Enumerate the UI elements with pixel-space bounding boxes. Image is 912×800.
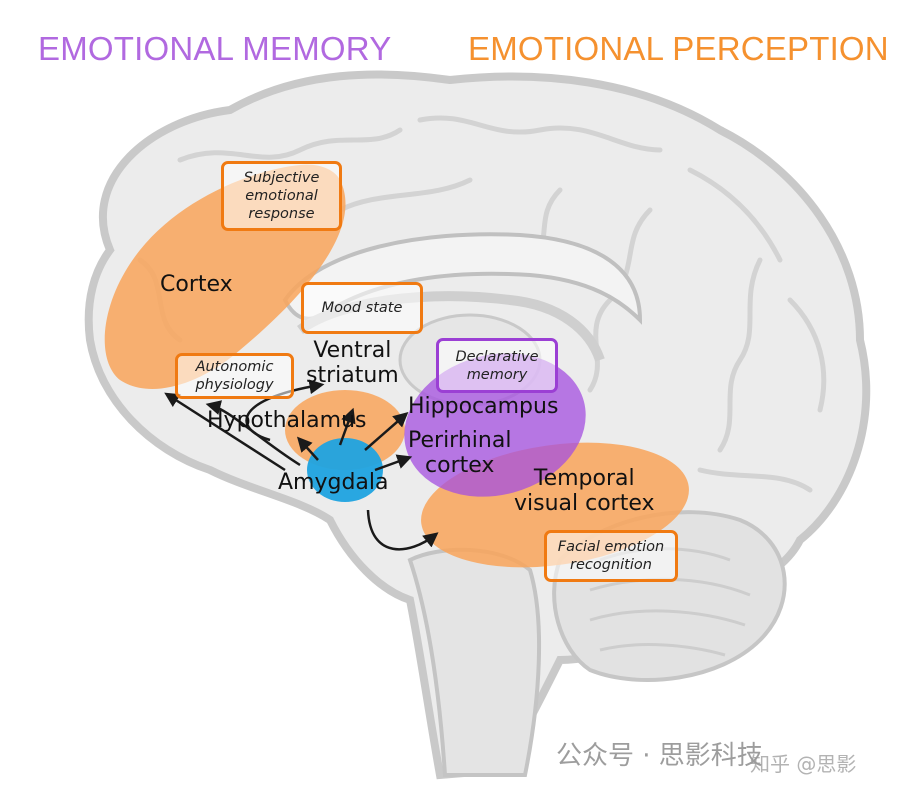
subjective-emotional-response-note: Subjective emotional response [221, 161, 342, 231]
autonomic-line-1: Autonomic [195, 359, 274, 375]
arrow-amygdala-to-cortex [164, 392, 286, 472]
temporal-line-1: Temporal [533, 466, 635, 491]
arrow-to-temporal [366, 509, 439, 551]
ventral-striatum-label: Ventral striatum [306, 338, 399, 388]
mood-state-note: Mood state [301, 282, 423, 334]
amygdala-region [307, 438, 383, 502]
facial-line-1: Facial emotion [557, 539, 665, 555]
hippocampus-label: Hippocampus [408, 394, 559, 419]
arrow-amygdala-to-hippocampus [364, 412, 409, 451]
facial-line-2: recognition [570, 557, 652, 573]
subjective-line-3: response [248, 206, 315, 222]
declarative-memory-note: Declarative memory [436, 338, 558, 393]
temporal-line-2: visual cortex [514, 491, 655, 516]
subjective-line-2: emotional [245, 188, 318, 204]
emotional-perception-heading: EMOTIONAL PERCEPTION [468, 30, 889, 67]
arrow-amygdala-to-hypothalamus [296, 436, 319, 461]
temporal-visual-cortex-label: Temporal visual cortex [514, 466, 655, 516]
declarative-line-1: Declarative [455, 348, 539, 365]
subjective-line-1: Subjective [243, 170, 320, 186]
amygdala-label: Amygdala [278, 470, 389, 495]
connection-arrows [164, 379, 439, 551]
arrow-amygdala-to-striatum [338, 407, 356, 446]
autonomic-line-2: physiology [195, 377, 274, 393]
ventral-striatum-line-2: striatum [306, 363, 399, 388]
watermark: 公众号 · 思影科技 [556, 741, 763, 771]
perirhinal-cortex-label: Perirhinal cortex [408, 428, 511, 478]
ventral-striatum-line-1: Ventral [313, 338, 392, 363]
watermark-secondary: 知乎 @思影 [750, 752, 857, 776]
facial-emotion-recognition-note: Facial emotion recognition [544, 530, 678, 582]
mood-state-text: Mood state [321, 300, 403, 316]
arrow-amygdala-to-perirhinal [374, 454, 413, 472]
cortex-label: Cortex [160, 272, 233, 297]
autonomic-physiology-note: Autonomic physiology [175, 353, 294, 399]
emotional-memory-heading: EMOTIONAL MEMORY [38, 30, 392, 67]
hypothalamus-label: Hypothalamus [207, 408, 367, 433]
perirhinal-line-2: cortex [425, 453, 495, 478]
declarative-line-2: memory [466, 366, 528, 383]
perirhinal-line-1: Perirhinal [408, 428, 512, 453]
